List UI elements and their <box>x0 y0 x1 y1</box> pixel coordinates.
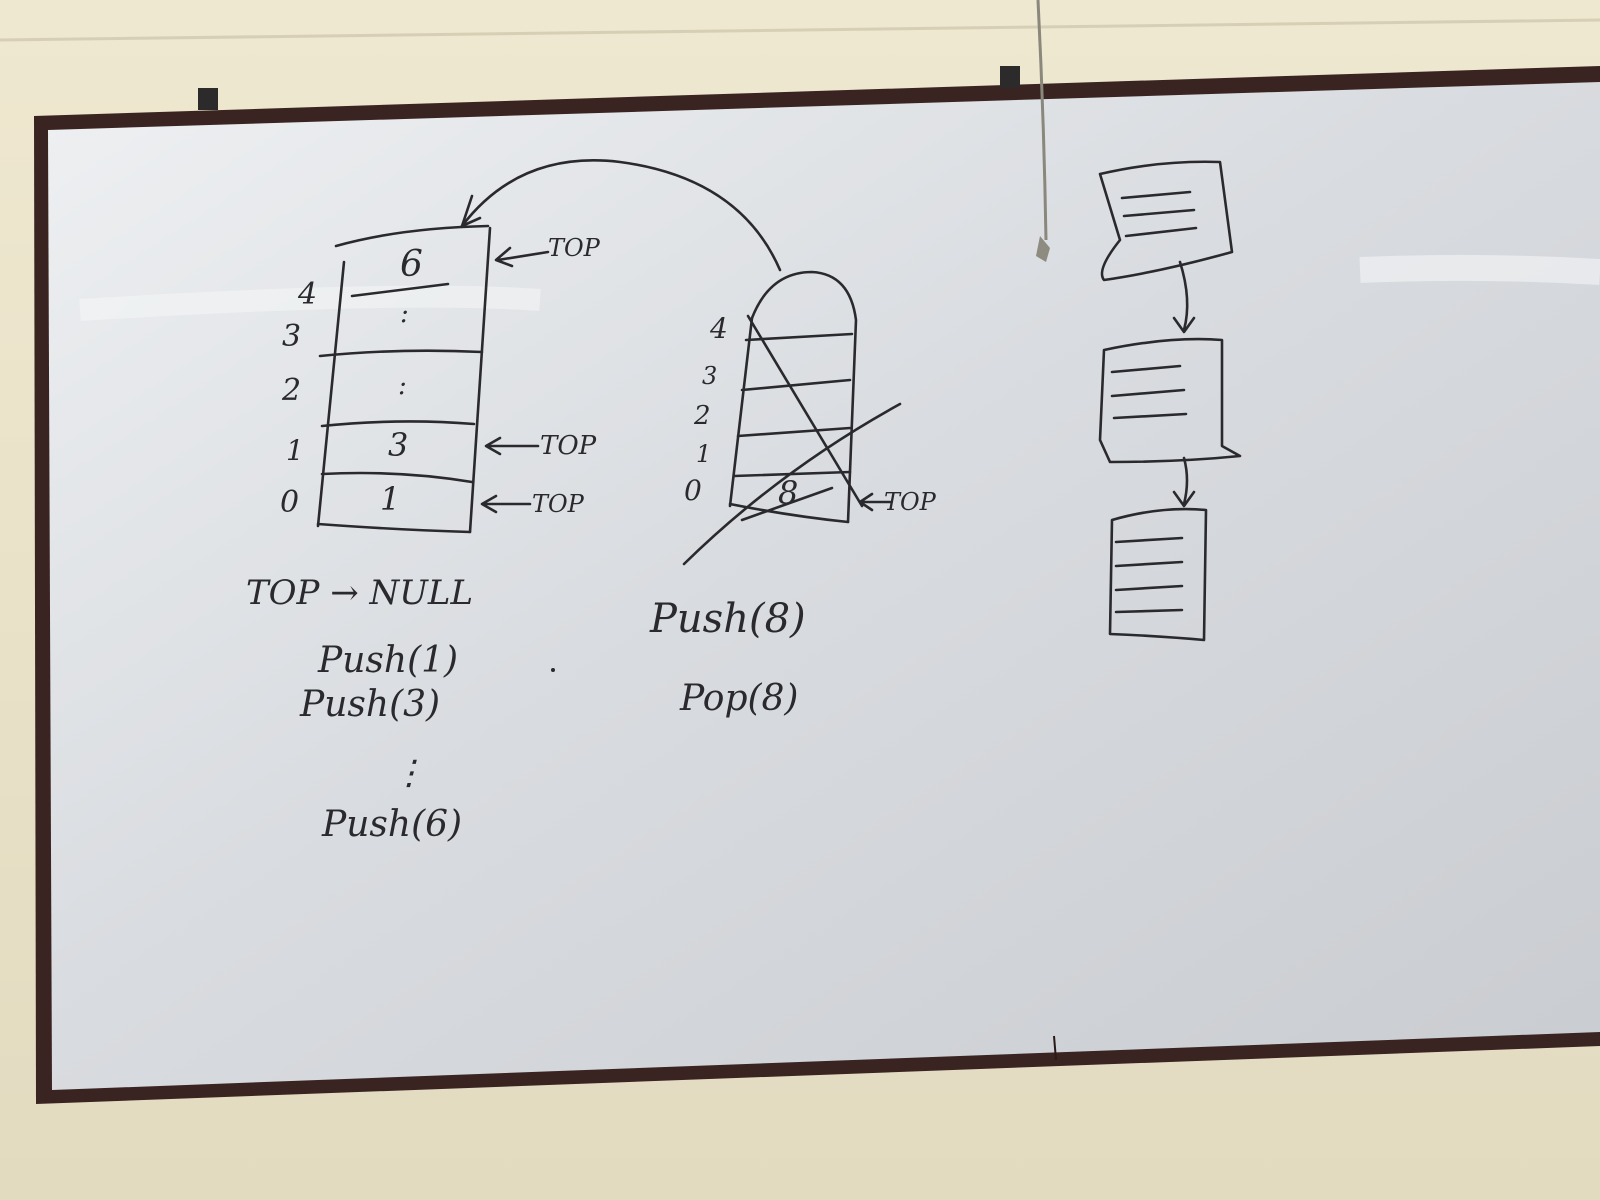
middle-divider <box>744 332 854 342</box>
node-outline <box>1108 507 1208 642</box>
top-label-0: TOP <box>532 490 585 518</box>
node-outline <box>1098 160 1234 282</box>
node-line <box>1124 226 1198 238</box>
op-push-8: Push(8) <box>649 596 806 642</box>
cell-divider <box>320 420 476 428</box>
middle-operations: Push(8) Pop(8) <box>649 596 806 719</box>
top-label-1: TOP <box>540 431 597 461</box>
node-line <box>1114 536 1184 544</box>
middle-index-0: 0 <box>684 474 702 507</box>
node-line <box>1122 208 1196 218</box>
middle-index-4: 4 <box>709 312 728 345</box>
top-arrow-4 <box>494 246 550 268</box>
glare <box>79 285 541 321</box>
stack-top-edge <box>334 224 490 248</box>
mount-clip <box>198 88 218 110</box>
op-push-6: Push(6) <box>321 804 462 845</box>
curved-connector <box>460 159 782 272</box>
left-operations: TOP → NULL Push(1) Push(3) ⋮ Push(6) <box>246 573 555 845</box>
middle-stack-outline <box>750 270 858 524</box>
null-statement: TOP → NULL <box>246 573 473 613</box>
ceiling-line <box>0 18 1600 42</box>
middle-cross-line <box>682 402 902 566</box>
node-line <box>1114 560 1184 568</box>
op-ellipsis: ⋮ <box>392 753 426 793</box>
linked-node-2 <box>1098 337 1242 464</box>
middle-top-arrow <box>858 492 892 512</box>
op-pop-8: Pop(8) <box>679 678 798 719</box>
node-line <box>1112 412 1188 420</box>
stray-dot <box>551 668 555 672</box>
left-cell-value-0: 1 <box>380 480 400 518</box>
middle-cell-value: 8 <box>778 474 798 512</box>
left-stack-diagram: 4 3 2 1 0 6 : : 3 1 TOP TOP TOP <box>280 224 601 534</box>
left-index-3: 3 <box>282 319 301 354</box>
op-push-1: Push(1) <box>317 640 458 681</box>
cell-divider <box>318 349 484 358</box>
linked-node-stack <box>1098 160 1242 642</box>
left-index-1: 1 <box>286 434 304 467</box>
node-outline <box>1098 337 1242 464</box>
stack-bottom-edge <box>316 522 472 534</box>
whiteboard-surface <box>48 82 1600 1090</box>
mount-clip <box>1000 66 1020 88</box>
op-push-3: Push(3) <box>299 684 440 725</box>
top-arrow-1 <box>484 436 540 456</box>
middle-stack-left-wall <box>728 316 754 508</box>
left-cell-value-1: 3 <box>388 426 408 464</box>
hanging-string <box>1036 0 1048 241</box>
middle-index-3: 3 <box>702 362 717 390</box>
left-cell-value-2: : <box>398 371 407 401</box>
node-link-arrow <box>1172 260 1196 334</box>
value-strike <box>740 486 834 522</box>
middle-stack-bottom <box>728 502 850 524</box>
node-link-arrow <box>1172 456 1196 508</box>
string-knot <box>1036 236 1050 262</box>
middle-cross-line <box>746 314 864 508</box>
middle-top-label: TOP <box>884 488 937 516</box>
middle-index-2: 2 <box>693 401 711 431</box>
middle-index-1: 1 <box>696 440 711 468</box>
node-line <box>1120 190 1192 200</box>
stack-right-wall <box>468 226 492 534</box>
middle-divider <box>736 426 852 438</box>
node-line <box>1114 608 1184 614</box>
top-label-4: TOP <box>548 234 601 262</box>
cell-divider <box>320 471 474 484</box>
top-arrow-0 <box>480 494 532 514</box>
linked-node-1 <box>1098 160 1234 282</box>
left-cell-value-3: : <box>400 299 409 329</box>
cell-divider <box>350 282 450 298</box>
left-index-0: 0 <box>280 485 299 520</box>
left-index-2: 2 <box>281 373 301 408</box>
linked-node-3 <box>1108 507 1208 642</box>
left-cell-value-4: 6 <box>400 244 423 285</box>
middle-stack-diagram: 4 3 2 1 0 8 TOP <box>682 270 937 566</box>
glare <box>1359 254 1600 285</box>
frame-seam <box>1053 1035 1057 1061</box>
node-line <box>1110 364 1182 374</box>
left-index-4: 4 <box>297 277 317 312</box>
node-line <box>1114 584 1184 592</box>
middle-divider <box>740 378 852 392</box>
stack-left-wall <box>316 260 346 528</box>
connector-hook <box>460 194 482 228</box>
node-line <box>1110 388 1186 398</box>
